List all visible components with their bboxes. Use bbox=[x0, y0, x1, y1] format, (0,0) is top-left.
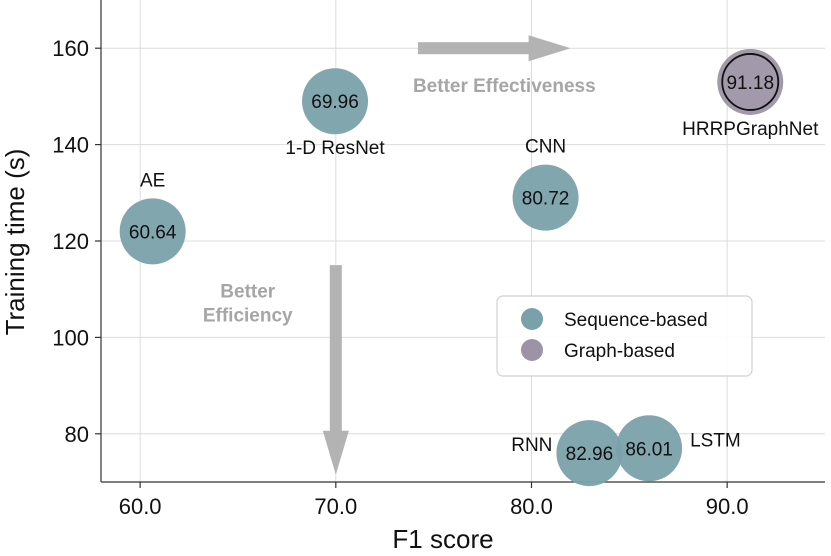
x-axis-title: F1 score bbox=[392, 524, 493, 554]
bubble-value-label: 86.01 bbox=[625, 439, 673, 460]
annotation-efficiency-line1: Better bbox=[220, 282, 276, 303]
arrow-down-head bbox=[322, 430, 349, 475]
bubble-value-label: 69.96 bbox=[311, 92, 359, 113]
bubble-lstm bbox=[616, 415, 683, 482]
point-name-label: RNN bbox=[511, 435, 552, 456]
axes bbox=[95, 0, 825, 488]
y-axis-title: Training time (s) bbox=[0, 149, 30, 336]
bubble-1-d-resnet bbox=[302, 68, 369, 135]
bubble-rnn bbox=[556, 420, 623, 487]
arrow-right-shaft bbox=[417, 42, 541, 55]
point-name-label: LSTM bbox=[690, 430, 741, 451]
arrow-right-head bbox=[528, 35, 571, 62]
legend-marker bbox=[521, 308, 543, 330]
legend-box bbox=[496, 295, 753, 377]
legend-entry-label: Sequence-based bbox=[564, 310, 708, 331]
bubble-ae bbox=[119, 198, 186, 265]
legend-marker bbox=[521, 339, 543, 361]
x-tick-label: 90.0 bbox=[706, 494, 749, 519]
bubbles: 60.64 69.96 80.72 82.96 86.01 91.18 bbox=[119, 48, 784, 487]
tick-labels: 60.0 70.0 80.0 90.0 80 100 120 140 160 bbox=[52, 36, 748, 519]
point-name-label: CNN bbox=[525, 137, 566, 158]
point-name-label: HRRPGraphNet bbox=[682, 119, 819, 140]
point-name-label: 1-D ResNet bbox=[285, 138, 385, 159]
bubble-cnn bbox=[512, 164, 579, 231]
y-tick-label: 80 bbox=[65, 422, 89, 447]
bubble-value-label: 80.72 bbox=[522, 189, 570, 210]
bubble-highlight-ring bbox=[721, 53, 780, 111]
y-tick-label: 120 bbox=[52, 229, 89, 254]
x-tick-label: 60.0 bbox=[119, 494, 162, 519]
y-tick-label: 160 bbox=[52, 36, 89, 61]
bubble-value-label: 91.18 bbox=[726, 73, 774, 94]
grid-lines bbox=[101, 0, 825, 482]
annotation-efficiency-line2: Efficiency bbox=[203, 306, 293, 327]
y-tick-label: 100 bbox=[52, 325, 89, 350]
x-tick-label: 80.0 bbox=[510, 494, 553, 519]
x-tick-label: 70.0 bbox=[314, 494, 357, 519]
y-tick-label: 140 bbox=[52, 133, 89, 158]
annotation-arrows bbox=[322, 35, 571, 475]
point-labels: AE 1-D ResNet CNN RNN LSTM HRRPGraphNet bbox=[140, 119, 819, 456]
bubble-value-label: 82.96 bbox=[566, 444, 614, 465]
bubble-value-label: 60.64 bbox=[129, 222, 177, 243]
legend-entry-label: Graph-based bbox=[564, 341, 675, 362]
annotation-effectiveness: Better Effectiveness bbox=[413, 76, 596, 97]
point-name-label: AE bbox=[140, 170, 165, 191]
arrow-down-shaft bbox=[329, 265, 342, 435]
bubble-hrrpgraphnet bbox=[717, 48, 784, 115]
